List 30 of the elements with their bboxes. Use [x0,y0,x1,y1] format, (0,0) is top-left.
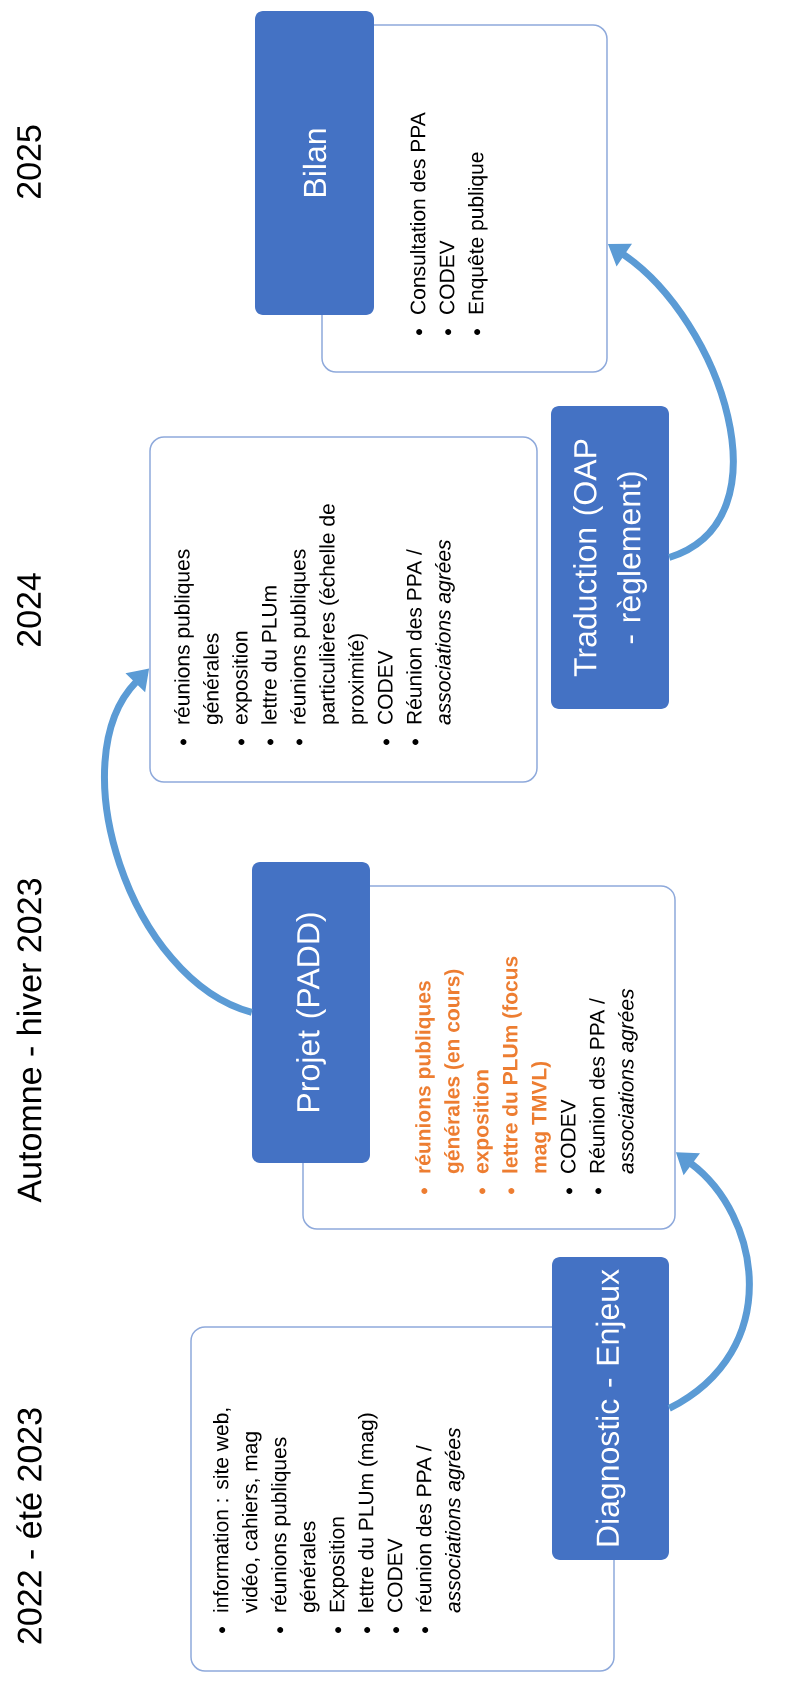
stage-box: Diagnostic - Enjeux [552,1257,669,1560]
stage-box: Traduction (OAP - règlement) [551,406,669,709]
list-item: CODEV [439,240,455,335]
list-item: réunions publiques particulières (échelle de proximité) [290,504,368,745]
arrow [667,1152,753,1412]
list-item: Exposition [329,1517,349,1633]
list-item: lettre du PLUm [261,586,277,745]
list-item: réunions publiques générales [270,1437,320,1633]
list-item: exposition [232,631,252,745]
list-item: réunions publiques générales (en cours) [415,969,464,1194]
list-item: Réunion des PPA / associations agrées [588,988,638,1194]
year-label: 2024 [16,573,42,647]
list-item: réunion des PPA / associations agrées [415,1427,465,1633]
list-item: lettre du PLUm (focus mag TMVL) [502,956,551,1194]
list-item: Consultation des PPA [410,112,426,335]
stage-box: Projet (PADD) [252,862,370,1163]
year-label: 2022 - été 2023 [16,1408,42,1644]
year-label: Automne - hiver 2023 [16,879,42,1203]
year-label: 2025 [16,125,42,199]
list-item: CODEV [560,1099,576,1194]
list-item: information : site web, vidéo, cahiers, mag [213,1408,262,1633]
list-item: Réunion des PPA / associations agrées [406,539,455,745]
stage-box: Bilan [255,11,374,315]
list-item: CODEV [387,1538,403,1633]
list-item: réunions publiques générales [174,549,223,745]
list-item: CODEV [377,650,393,745]
activity-box [149,436,538,783]
list-item: Enquête publique [467,152,488,335]
list-item: exposition [473,1070,493,1194]
list-item: lettre du PLUm (mag) [358,1413,378,1633]
